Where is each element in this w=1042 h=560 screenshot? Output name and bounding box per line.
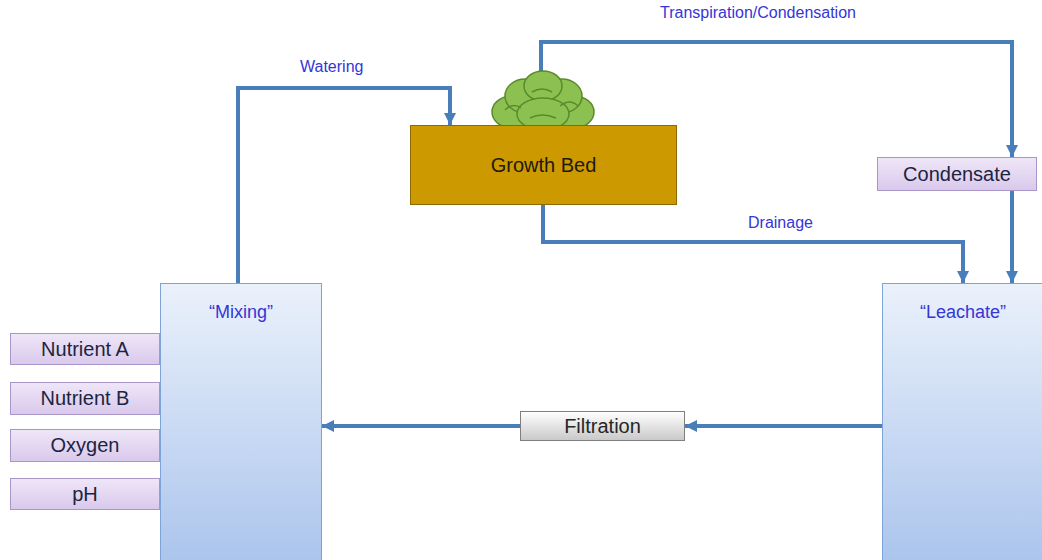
node-text: Filtration	[564, 415, 641, 438]
flow-connector	[1010, 191, 1014, 283]
node-text: pH	[72, 483, 98, 506]
node-text: Nutrient A	[41, 338, 129, 361]
input-box: pH	[10, 478, 160, 510]
flow-connector	[322, 424, 520, 428]
flow-label: Transpiration/Condensation	[658, 4, 858, 22]
growth-bed-box: Growth Bed	[410, 125, 677, 205]
input-box: Oxygen	[10, 429, 160, 462]
filtration-box: Filtration	[520, 411, 685, 441]
leachate-tank: “Leachate”	[882, 283, 1042, 560]
node-text: Nutrient B	[41, 387, 130, 410]
node-text: Oxygen	[51, 434, 120, 457]
plant-bush	[492, 71, 594, 130]
node-text: “Mixing”	[209, 302, 273, 323]
node-text: Growth Bed	[491, 154, 597, 177]
mixing-tank: “Mixing”	[160, 283, 322, 560]
input-box: Nutrient A	[10, 333, 160, 365]
flow-connector	[685, 424, 882, 428]
plant-vein	[505, 89, 578, 118]
flow-label: Watering	[298, 58, 365, 76]
node-text: Condensate	[903, 163, 1011, 186]
condensate-box: Condensate	[877, 157, 1037, 191]
input-box: Nutrient B	[10, 382, 160, 415]
flow-connector	[543, 205, 963, 283]
flow-label: Drainage	[746, 214, 815, 232]
plant-leaf	[524, 71, 562, 101]
node-text: “Leachate”	[920, 302, 1006, 323]
